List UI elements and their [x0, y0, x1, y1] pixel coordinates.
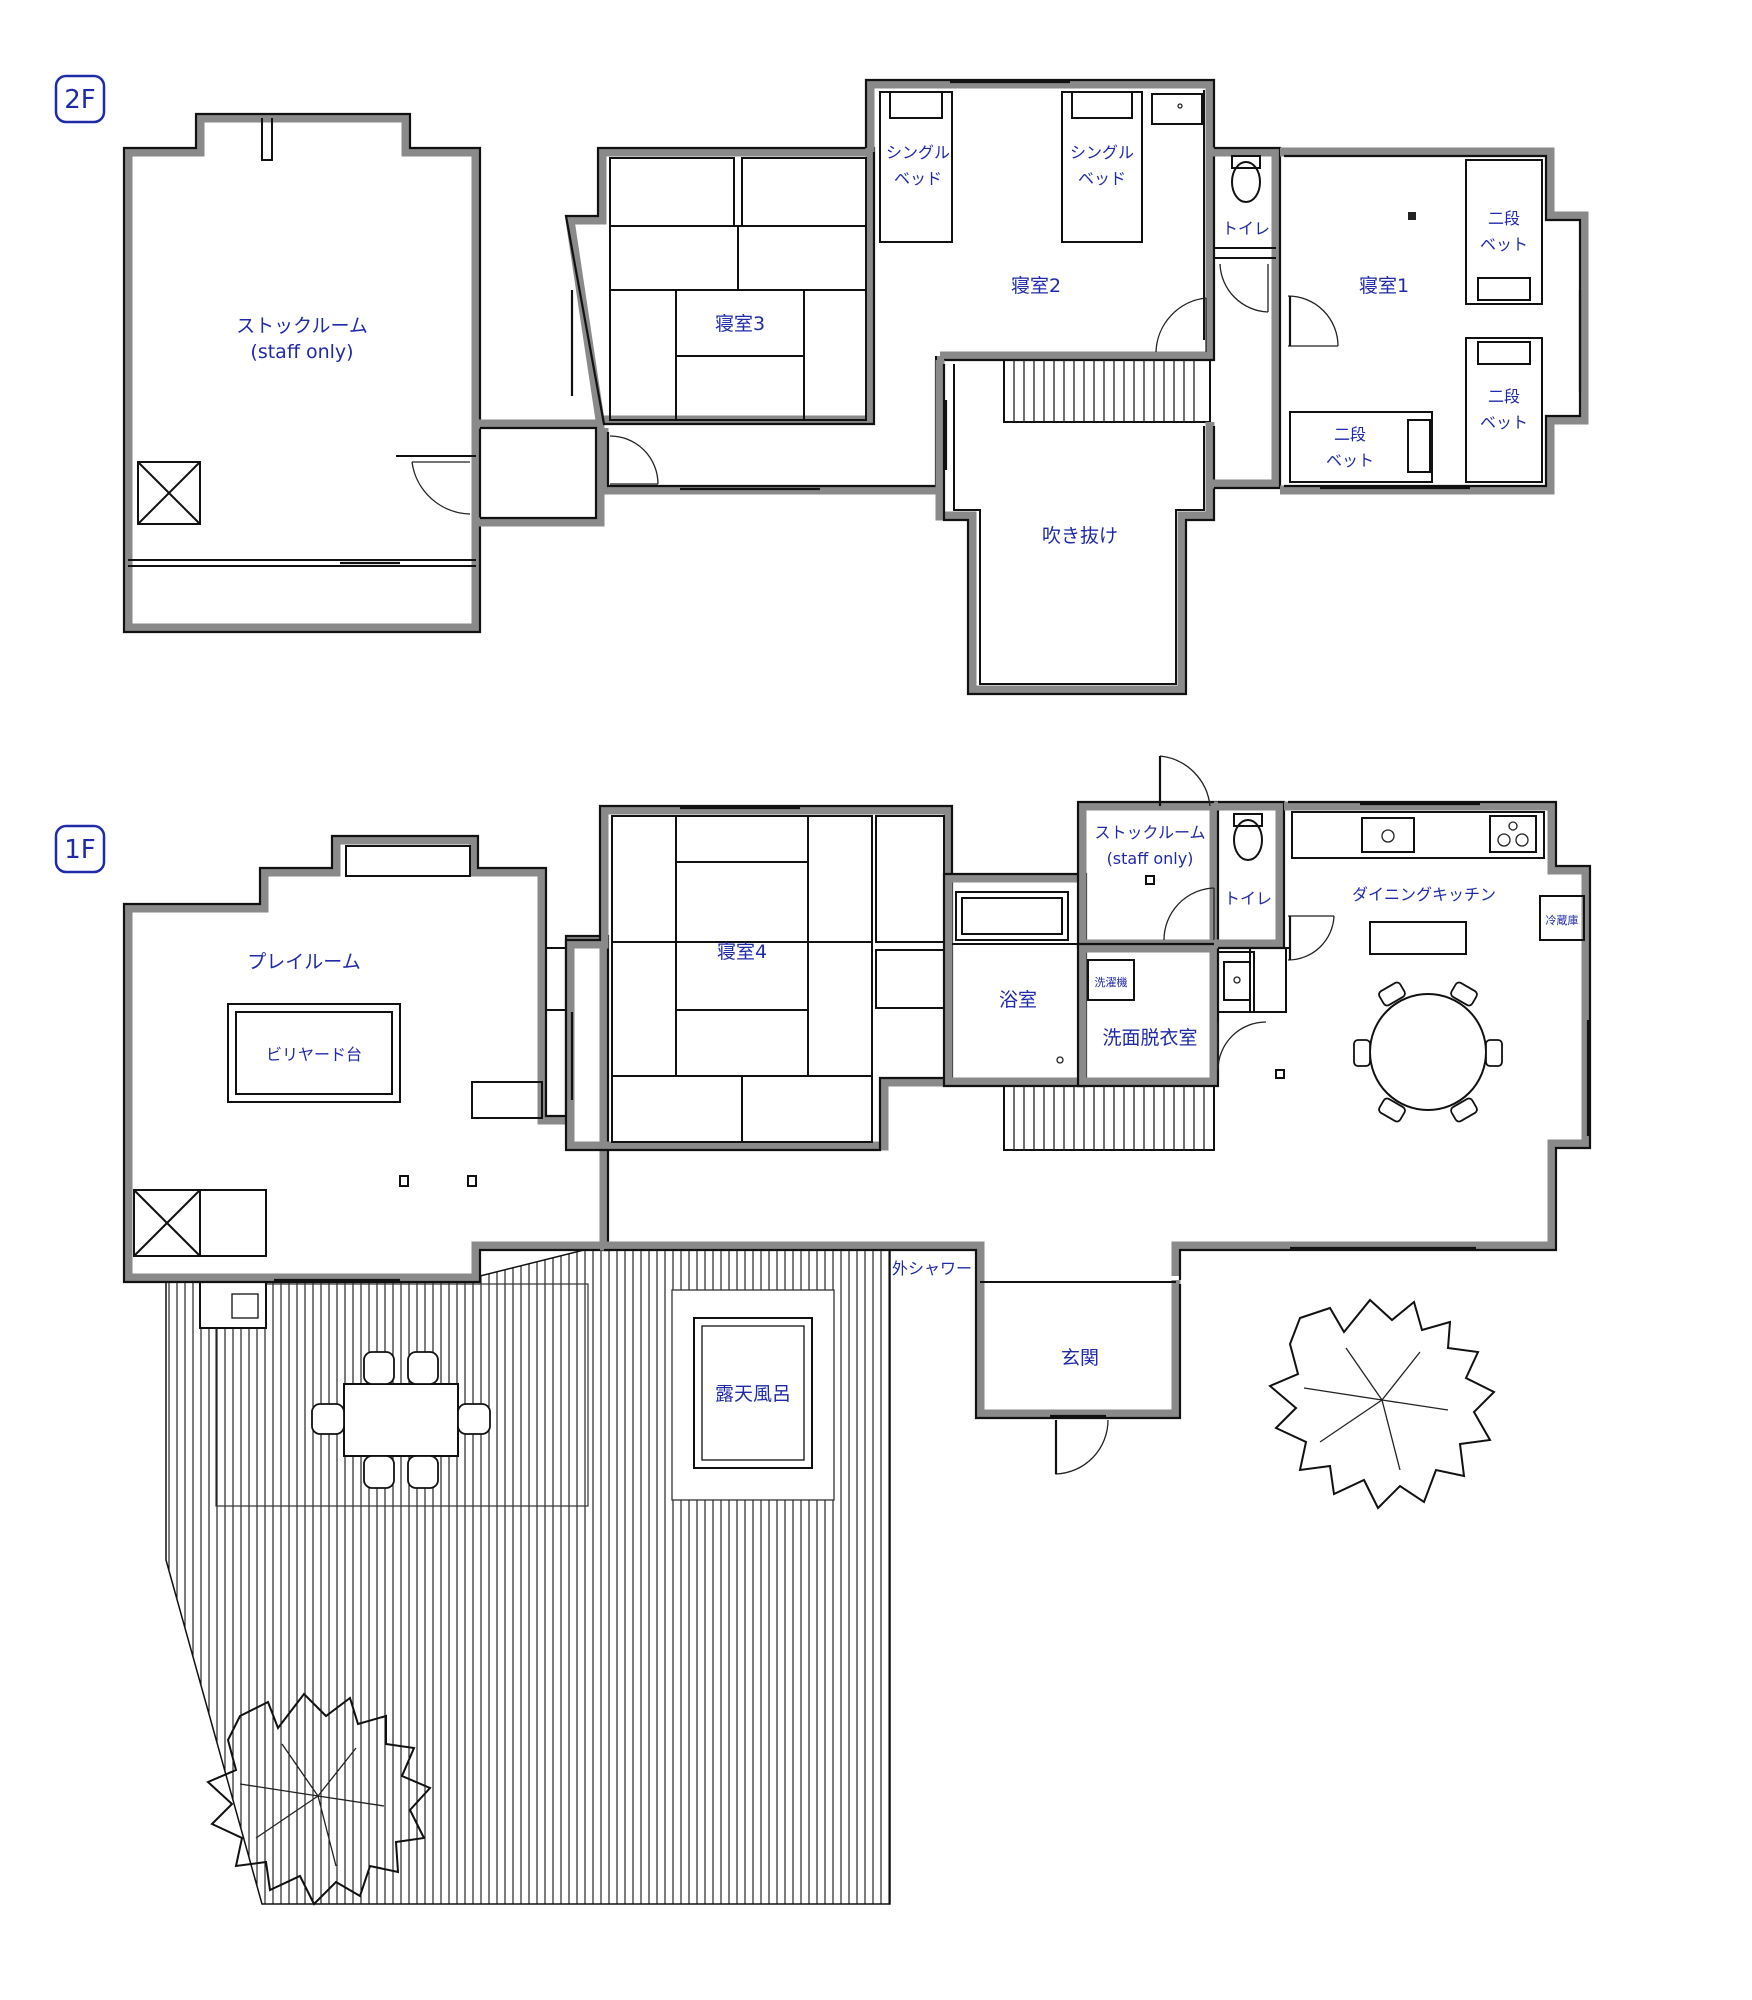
dining-kitchen-label: ダイニングキッチン — [1352, 885, 1496, 904]
stairs-2f — [1003, 359, 1211, 423]
toilet-1f-label: トイレ — [1224, 889, 1272, 908]
bunk-c-label-2: ベット — [1326, 451, 1374, 470]
single-bed-a-label-1: シングル — [886, 143, 950, 162]
stockroom-1f-note: (staff only) — [1107, 849, 1194, 868]
washer-label: 洗濯機 — [1095, 975, 1128, 989]
bedroom1-label: 寝室1 — [1359, 275, 1409, 297]
single-bed-b-label-1: シングル — [1070, 143, 1134, 162]
open-air-bath-label: 露天風呂 — [715, 1383, 791, 1405]
tree-1 — [1268, 1298, 1496, 1510]
void-2f — [935, 360, 1216, 696]
dining-kitchen — [1171, 800, 1592, 1280]
bath-label: 浴室 — [999, 989, 1037, 1011]
stockroom-2f — [122, 112, 482, 634]
billiard-label: ビリヤード台 — [266, 1045, 362, 1064]
bunk-a-label-2: ベット — [1480, 235, 1528, 254]
toilet-2f — [1210, 146, 1282, 490]
stockroom-1f-label: ストックルーム — [1094, 823, 1205, 842]
toilet-1f — [1214, 800, 1290, 1013]
floor-badge-1f-label: 1F — [64, 835, 96, 865]
bath — [942, 872, 1088, 1088]
void-label: 吹き抜け — [1042, 525, 1118, 547]
playroom-label: プレイルーム — [247, 951, 360, 973]
corridor-2f — [476, 419, 605, 527]
bedroom3-block — [564, 146, 876, 426]
toilet-2f-label: トイレ — [1222, 219, 1270, 238]
tree-2 — [206, 1692, 432, 1906]
playroom — [122, 834, 610, 1284]
bunk-c-label-1: 二段 — [1334, 425, 1366, 444]
floor-badge-2f: 2F — [54, 74, 106, 124]
stairs-1f — [1003, 1085, 1215, 1151]
floor-badge-2f-label: 2F — [64, 85, 96, 115]
bunk-b-label-1: 二段 — [1488, 387, 1520, 406]
deck — [165, 1245, 891, 1905]
single-bed-b-label-2: ベッド — [1078, 169, 1126, 188]
floor-badge-1f: 1F — [54, 824, 106, 874]
washroom — [1076, 942, 1267, 1088]
entrance — [600, 1241, 1182, 1475]
bunk-a-label-1: 二段 — [1488, 209, 1520, 228]
bedroom1 — [1280, 147, 1589, 495]
entrance-label: 玄関 — [1061, 1347, 1099, 1369]
stockroom-2f-label: ストックルーム — [236, 315, 368, 337]
stockroom-2f-note: (staff only) — [250, 341, 353, 363]
bedroom2 — [864, 78, 1216, 362]
bunk-b-label-2: ベット — [1480, 413, 1528, 432]
bedroom3-label: 寝室3 — [715, 313, 765, 335]
outdoor-shower-label: 外シャワー — [892, 1259, 972, 1278]
bedroom4-block — [564, 804, 954, 1152]
single-bed-a-label-2: ベッド — [894, 169, 942, 188]
bedroom2-label: 寝室2 — [1011, 275, 1061, 297]
washroom-label: 洗面脱衣室 — [1102, 1027, 1197, 1049]
fridge-label: 冷蔵庫 — [1546, 913, 1579, 927]
bedroom4-label: 寝室4 — [717, 941, 767, 963]
